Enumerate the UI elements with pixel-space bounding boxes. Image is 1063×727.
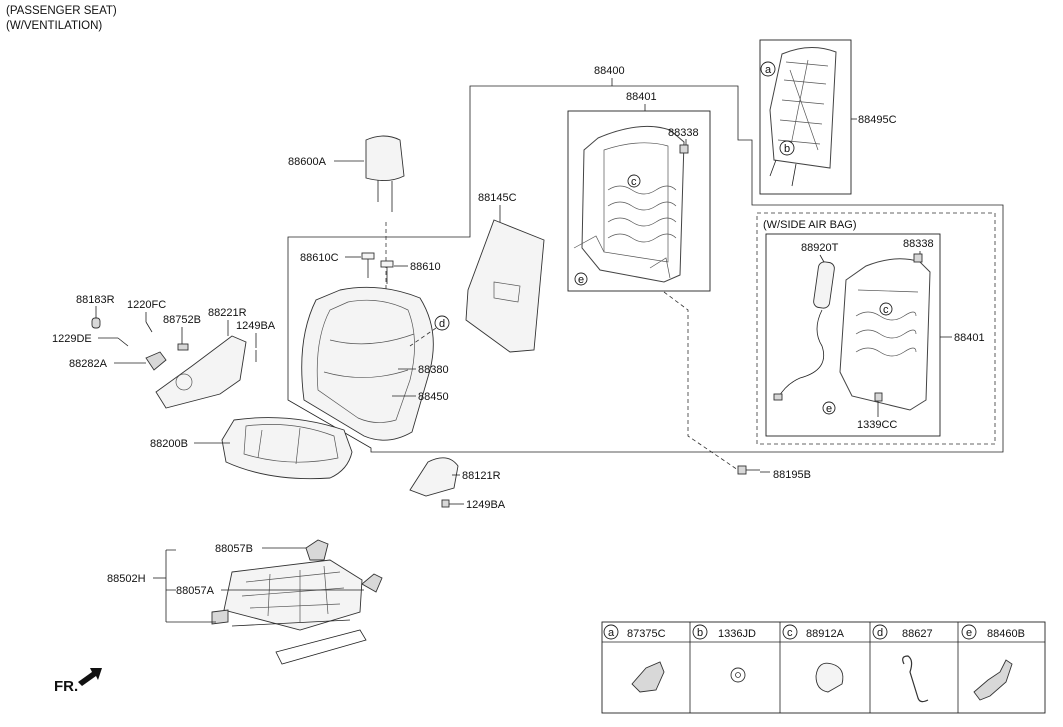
screw-1249ba: [441, 499, 458, 508]
label-1339cc: 1339CC: [857, 419, 897, 431]
guide-88610c: [361, 252, 375, 278]
label-88610c: 88610C: [300, 252, 339, 264]
bolt-88195b: [737, 465, 760, 475]
legend-d-part: 88627: [902, 628, 933, 640]
label-88600a: 88600A: [288, 156, 327, 168]
seat-back-cover: [301, 286, 434, 441]
legend-b-letter: b: [697, 627, 703, 639]
label-88752b: 88752B: [163, 314, 201, 326]
note-ventilation: (W/VENTILATION): [6, 20, 102, 32]
legend-b-grommet-icon: [730, 667, 746, 683]
legend-c-fastener-icon: [815, 662, 844, 693]
legend-c-letter: c: [787, 627, 793, 639]
legend-c-circle: [782, 624, 798, 640]
label-1249ba-b: 1249BA: [466, 499, 506, 511]
label-88183r: 88183R: [76, 294, 115, 306]
bracket-88057b: [305, 539, 329, 561]
knob-88282a: [145, 351, 167, 371]
seat-track: [211, 559, 367, 665]
back-board: [769, 47, 837, 187]
back-board-box: [759, 39, 852, 195]
label-1220fc: 1220FC: [127, 299, 166, 311]
side-airbag-module: [773, 261, 835, 401]
side-airbag-frame: [839, 253, 931, 411]
callout-d-label: d: [439, 318, 445, 330]
note-passenger-seat: (PASSENGER SEAT): [6, 5, 117, 17]
guide-88610: [380, 260, 394, 284]
legend-d-wire-hook-icon: [902, 655, 929, 703]
label-88502h: 88502H: [107, 573, 146, 585]
legend-a-circle: [603, 624, 619, 640]
label-88338-a: 88338: [668, 127, 699, 139]
legend-c-part: 88912A: [806, 628, 845, 640]
callout-c-airbag: [879, 302, 893, 316]
trim-88121r: [409, 457, 459, 497]
label-88057b: 88057B: [215, 543, 253, 555]
callout-c-frame-label: c: [631, 176, 637, 188]
leader-88920t: [819, 254, 825, 263]
nut-1339cc: [874, 392, 883, 402]
label-88401-a: 88401: [626, 91, 657, 103]
label-88121r: 88121R: [462, 470, 501, 482]
label-88282a: 88282A: [69, 358, 108, 370]
headrest: [365, 135, 405, 212]
callout-d: [434, 315, 450, 331]
leader-callout-d: [409, 327, 437, 347]
side-airbag-dashed-box: [756, 212, 996, 445]
legend-d-letter: d: [877, 627, 883, 639]
label-88221r: 88221R: [208, 307, 247, 319]
label-1229de: 1229DE: [52, 333, 92, 345]
legend-e-bracket-icon: [973, 659, 1013, 701]
callout-c-airbag-label: c: [883, 304, 889, 316]
legend-e-letter: e: [966, 627, 972, 639]
label-88495c: 88495C: [858, 114, 897, 126]
callout-c-frame: [627, 174, 641, 188]
legend-e-circle: [961, 624, 977, 640]
back-pad: [465, 219, 545, 353]
label-88145c: 88145C: [478, 192, 517, 204]
legend-b-circle: [692, 624, 708, 640]
side-cover-88221r: [155, 335, 247, 409]
legend-e-part: 88460B: [987, 628, 1025, 640]
side-airbag-title: (W/SIDE AIR BAG): [763, 219, 857, 231]
callout-b-board-label: b: [784, 143, 790, 155]
front-direction-label: FR.: [54, 678, 78, 695]
callout-e-frame: [574, 272, 588, 286]
label-88400: 88400: [594, 65, 625, 77]
label-88195b: 88195B: [773, 469, 811, 481]
label-88920t: 88920T: [801, 242, 839, 254]
bracket-88057a: [361, 573, 383, 593]
front-direction-arrow-icon: [78, 668, 102, 686]
callout-a-board: [760, 61, 776, 77]
label-88380: 88380: [418, 364, 449, 376]
callout-a-board-label: a: [765, 64, 772, 76]
label-88338-b: 88338: [903, 238, 934, 250]
label-1249ba-a: 1249BA: [236, 320, 276, 332]
backrest-frame: [573, 125, 689, 283]
frame-88401-box: [567, 110, 711, 292]
label-88401-b: 88401: [954, 332, 985, 344]
callout-b-board: [779, 140, 795, 156]
label-88610: 88610: [410, 261, 441, 273]
label-88200b: 88200B: [150, 438, 188, 450]
leader-88195b-dashed: [663, 291, 739, 471]
label-88057a: 88057A: [176, 585, 215, 597]
legend-a-clip-icon: [631, 661, 665, 693]
callout-e-frame-label: e: [578, 274, 584, 286]
legend-a-letter: a: [608, 627, 615, 639]
callout-e-airbag-label: e: [826, 403, 832, 415]
bracket-88502h: [165, 549, 216, 623]
legend-a-part: 87375C: [627, 628, 666, 640]
legend-b-part: 1336JD: [718, 628, 756, 640]
small-parts-left: [91, 317, 257, 362]
legend-d-circle: [872, 624, 888, 640]
side-airbag-inner-box: [765, 233, 941, 437]
label-88450: 88450: [418, 391, 449, 403]
callout-e-airbag: [822, 401, 836, 415]
assembly-88400-boundary: [287, 85, 1004, 453]
seat-cushion: [221, 417, 353, 480]
